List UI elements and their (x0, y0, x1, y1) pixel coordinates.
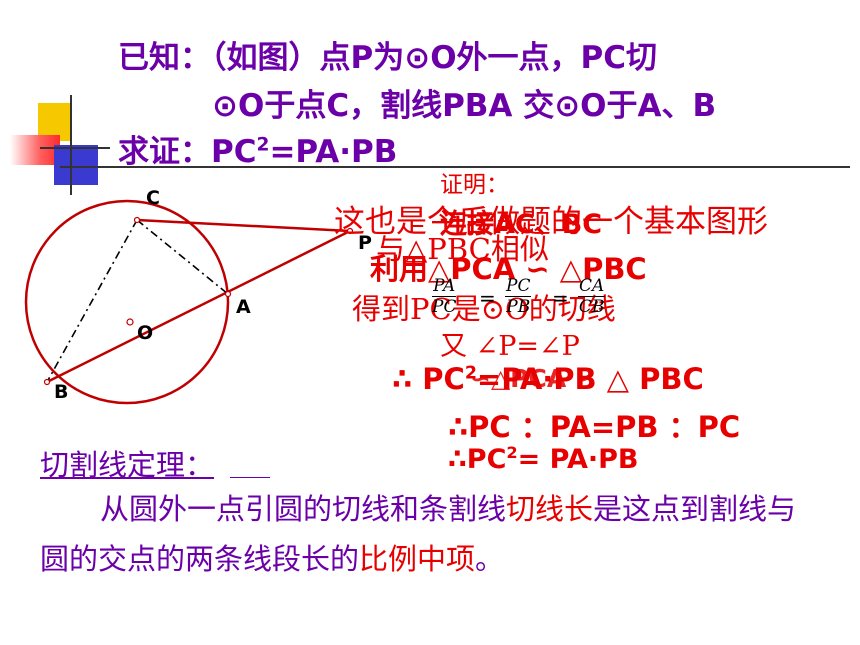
theorem-body: 从圆外一点引圆的切线和条割线切线长是这点到割线与圆的交点的两条线段长的比例中项。 (40, 484, 820, 584)
point-b (43, 378, 51, 386)
secant-pb (46, 229, 351, 384)
given-line-2: ⊙O于点C，割线PBA 交⊙O于A、B (212, 88, 717, 124)
title-underline-rule (60, 166, 850, 168)
fraction-pc-pb-numerator: PC (505, 276, 532, 297)
theorem-body-end: 。 (475, 542, 505, 576)
tangent-pc (136, 218, 351, 233)
point-o (126, 318, 134, 326)
fraction-pa-pc-numerator: PA (432, 276, 457, 297)
proof-overlay-basic-figure: 这也是今后做题的一个基本图形 (334, 204, 768, 240)
prove-statement: 求证：PC2=PA·PB (118, 126, 397, 171)
theorem-body-part2: 是这点到割线与圆的交点的两条线段长的 (40, 492, 797, 576)
therefore-3-suffix: = PA·PB (517, 444, 639, 475)
fraction-pc-pb-denominator: PB (506, 297, 531, 317)
horizontal-rule-short (40, 147, 110, 149)
theorem-body-red2: 比例中项 (359, 542, 476, 576)
fraction-pa-pc-denominator: PC (432, 297, 457, 317)
therefore-3-prefix: ∴PC (448, 444, 507, 475)
proof-therefore-1: ∴ PC2=PA·PB △ PBC (392, 362, 704, 396)
fraction-ca-cb-denominator: CB (578, 297, 605, 317)
proof-overlay-tangent: 得到PC是⊙O的切线 (352, 292, 616, 326)
blue-square (54, 145, 98, 185)
point-a (224, 290, 232, 298)
therefore-1-sup: 2 (464, 363, 477, 384)
therefore-1-prefix: ∴ PC (392, 362, 465, 396)
prove-prefix: 求证：PC (118, 134, 257, 170)
proof-angle-line: 又 ∠P=∠P (440, 331, 580, 362)
theorem-title: 切割线定理： (40, 448, 215, 482)
label-c: C (146, 187, 160, 209)
vertical-rule (70, 95, 72, 195)
label-p: P (358, 232, 372, 254)
equals-sign-1: = (479, 286, 496, 310)
theorem-body-part1: 从圆外一点引圆的切线和条割线 (100, 492, 507, 526)
fraction-ca-cb-numerator: CA (578, 276, 606, 297)
point-c (133, 216, 141, 224)
theorem-title-underline-extend (230, 477, 270, 478)
label-o: O (137, 322, 154, 344)
decorative-corner-squares (10, 95, 110, 195)
proof-therefore-3: ∴PC2= PA·PB (448, 444, 639, 475)
proof-overlay-connect: 连接AC、BC (440, 209, 603, 240)
theorem-body-red1: 切线长 (506, 492, 594, 526)
therefore-3-sup: 2 (506, 443, 518, 462)
proof-therefore-1-overlay: ∽△PCA ∽ (470, 364, 596, 393)
prove-suffix: =PA·PB (269, 134, 398, 170)
prove-sup: 2 (256, 134, 270, 156)
proof-therefore-2: ∴PC ：PA=PB ：PC (448, 410, 741, 444)
given-line-1: 已知：（如图）点P为⊙O外一点，PC切 (118, 40, 658, 76)
proof-overlay-similar: 与△PBC相似 (376, 232, 549, 266)
chord-cb (46, 219, 138, 383)
label-b: B (54, 381, 69, 403)
red-gradient-square (10, 135, 60, 165)
proof-overlay-use-similar: 利用△PCA ∽ △PBC (370, 252, 647, 286)
equals-sign-2: = (552, 286, 569, 310)
label-a: A (236, 296, 251, 318)
fraction-pa-pc: PA PC (432, 276, 457, 317)
fraction-pc-pb: PC PB (505, 276, 532, 317)
therefore-1-rest: =PA·PB △ PBC (476, 362, 704, 396)
fraction-ca-cb: CA CB (578, 276, 606, 317)
yellow-square (38, 103, 72, 141)
point-p (346, 227, 354, 235)
proof-heading: 证明： (440, 172, 509, 198)
chord-ca (136, 219, 229, 295)
circle-o (24, 199, 230, 405)
